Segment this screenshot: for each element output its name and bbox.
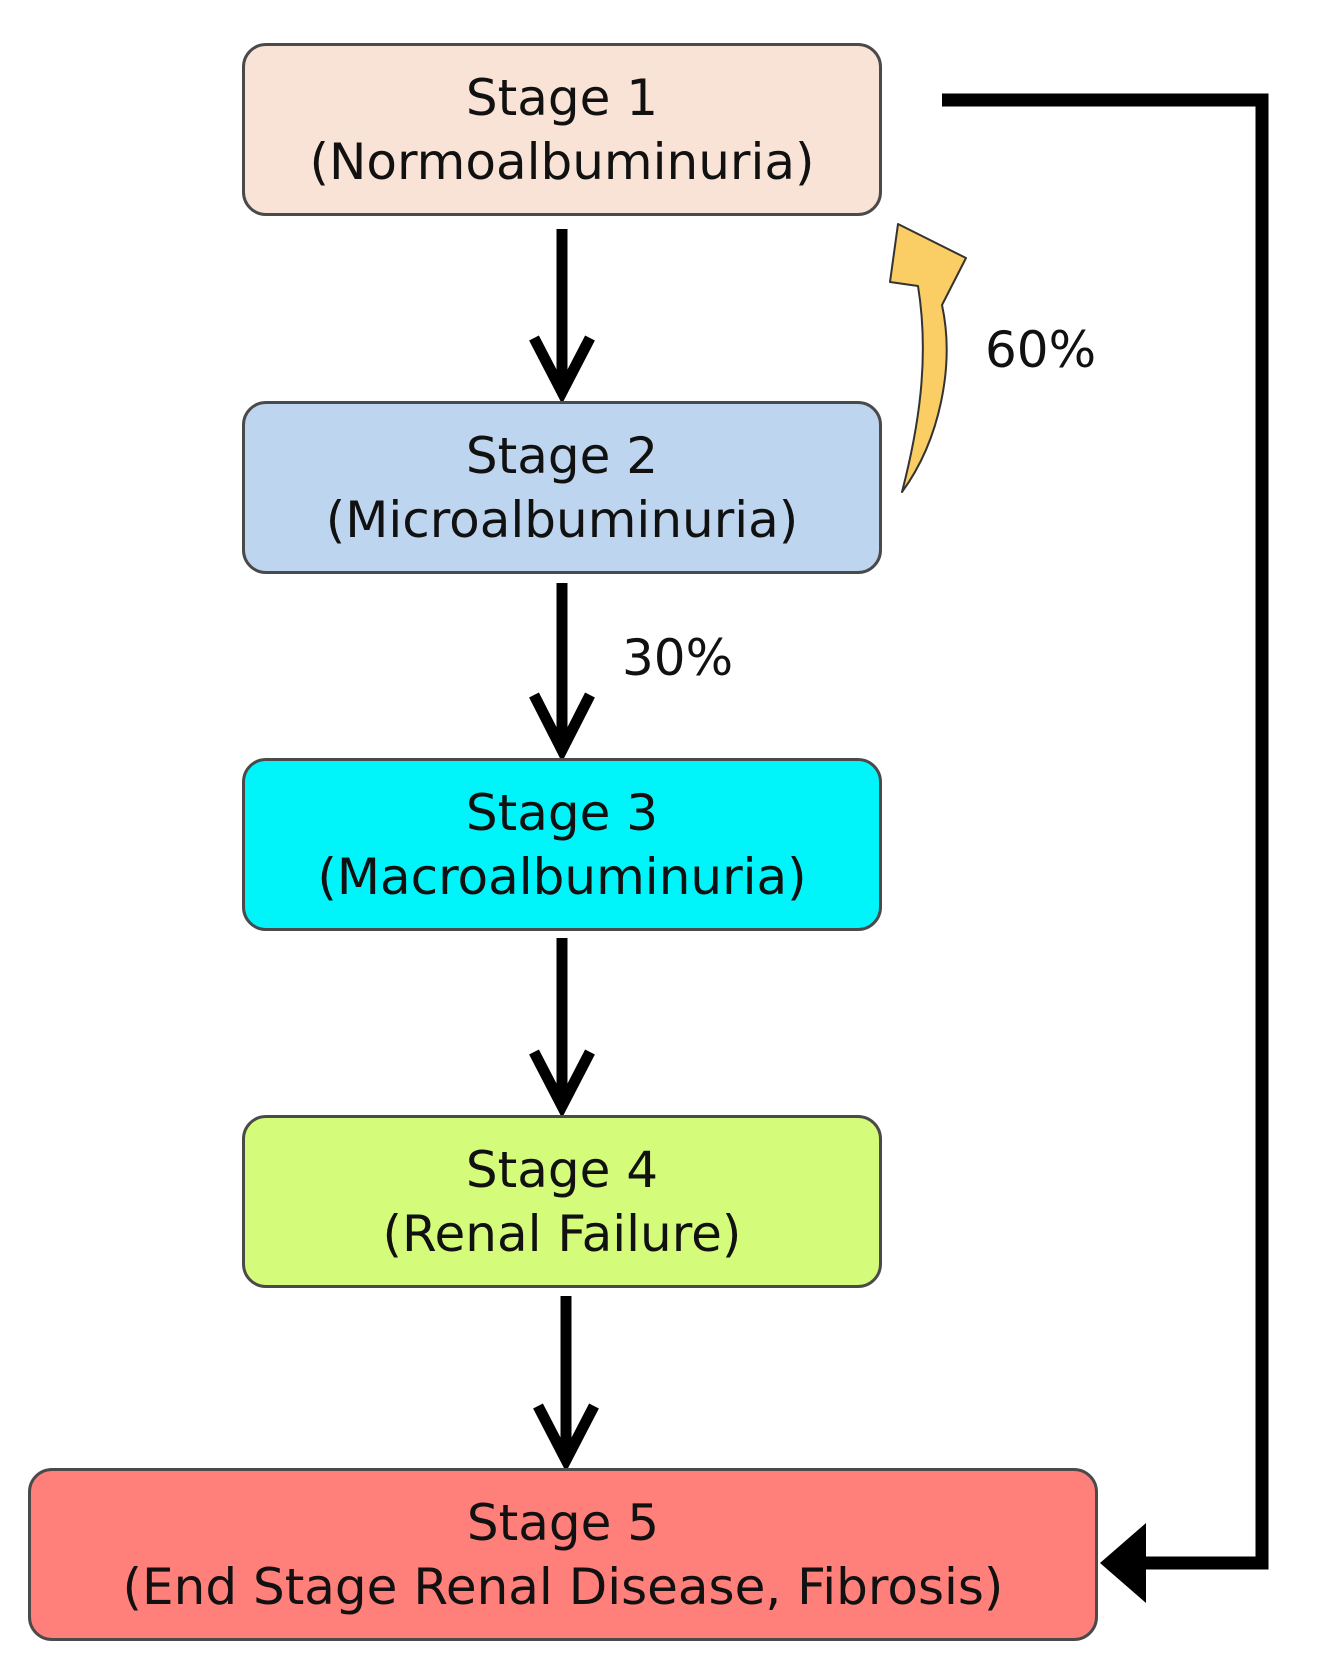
stage-5-subtitle: (End Stage Renal Disease, Fibrosis): [122, 1557, 1004, 1616]
stage-1-subtitle: (Normoalbuminuria): [309, 132, 815, 191]
stage-1-box: Stage 1 (Normoalbuminuria): [242, 43, 882, 216]
stage-4-subtitle: (Renal Failure): [382, 1204, 742, 1263]
arrow-stage1-to-stage5: [942, 93, 1269, 1603]
stage-5-box: Stage 5 (End Stage Renal Disease, Fibros…: [28, 1468, 1098, 1641]
stage-2-title: Stage 2: [465, 426, 659, 485]
stage-4-title: Stage 4: [465, 1140, 659, 1199]
arrow-stage4-to-stage5: [533, 1296, 599, 1472]
stage-3-title: Stage 3: [465, 783, 659, 842]
stage-2-box: Stage 2 (Microalbuminuria): [242, 401, 882, 574]
stage-1-title: Stage 1: [465, 68, 659, 127]
stage-5-title: Stage 5: [466, 1493, 660, 1552]
progression-percent-label: 30%: [622, 629, 734, 687]
arrow-stage1-to-stage2: [529, 229, 595, 404]
arrow-stage2-to-stage3: [529, 583, 595, 763]
stage-3-subtitle: (Macroalbuminuria): [317, 847, 807, 906]
arrow-stage2-to-stage1: [889, 223, 967, 493]
recovery-percent-label: 60%: [985, 321, 1097, 379]
stage-4-box: Stage 4 (Renal Failure): [242, 1115, 882, 1288]
stage-2-subtitle: (Microalbuminuria): [325, 490, 799, 549]
arrow-stage3-to-stage4: [529, 938, 595, 1118]
stage-3-box: Stage 3 (Macroalbuminuria): [242, 758, 882, 931]
